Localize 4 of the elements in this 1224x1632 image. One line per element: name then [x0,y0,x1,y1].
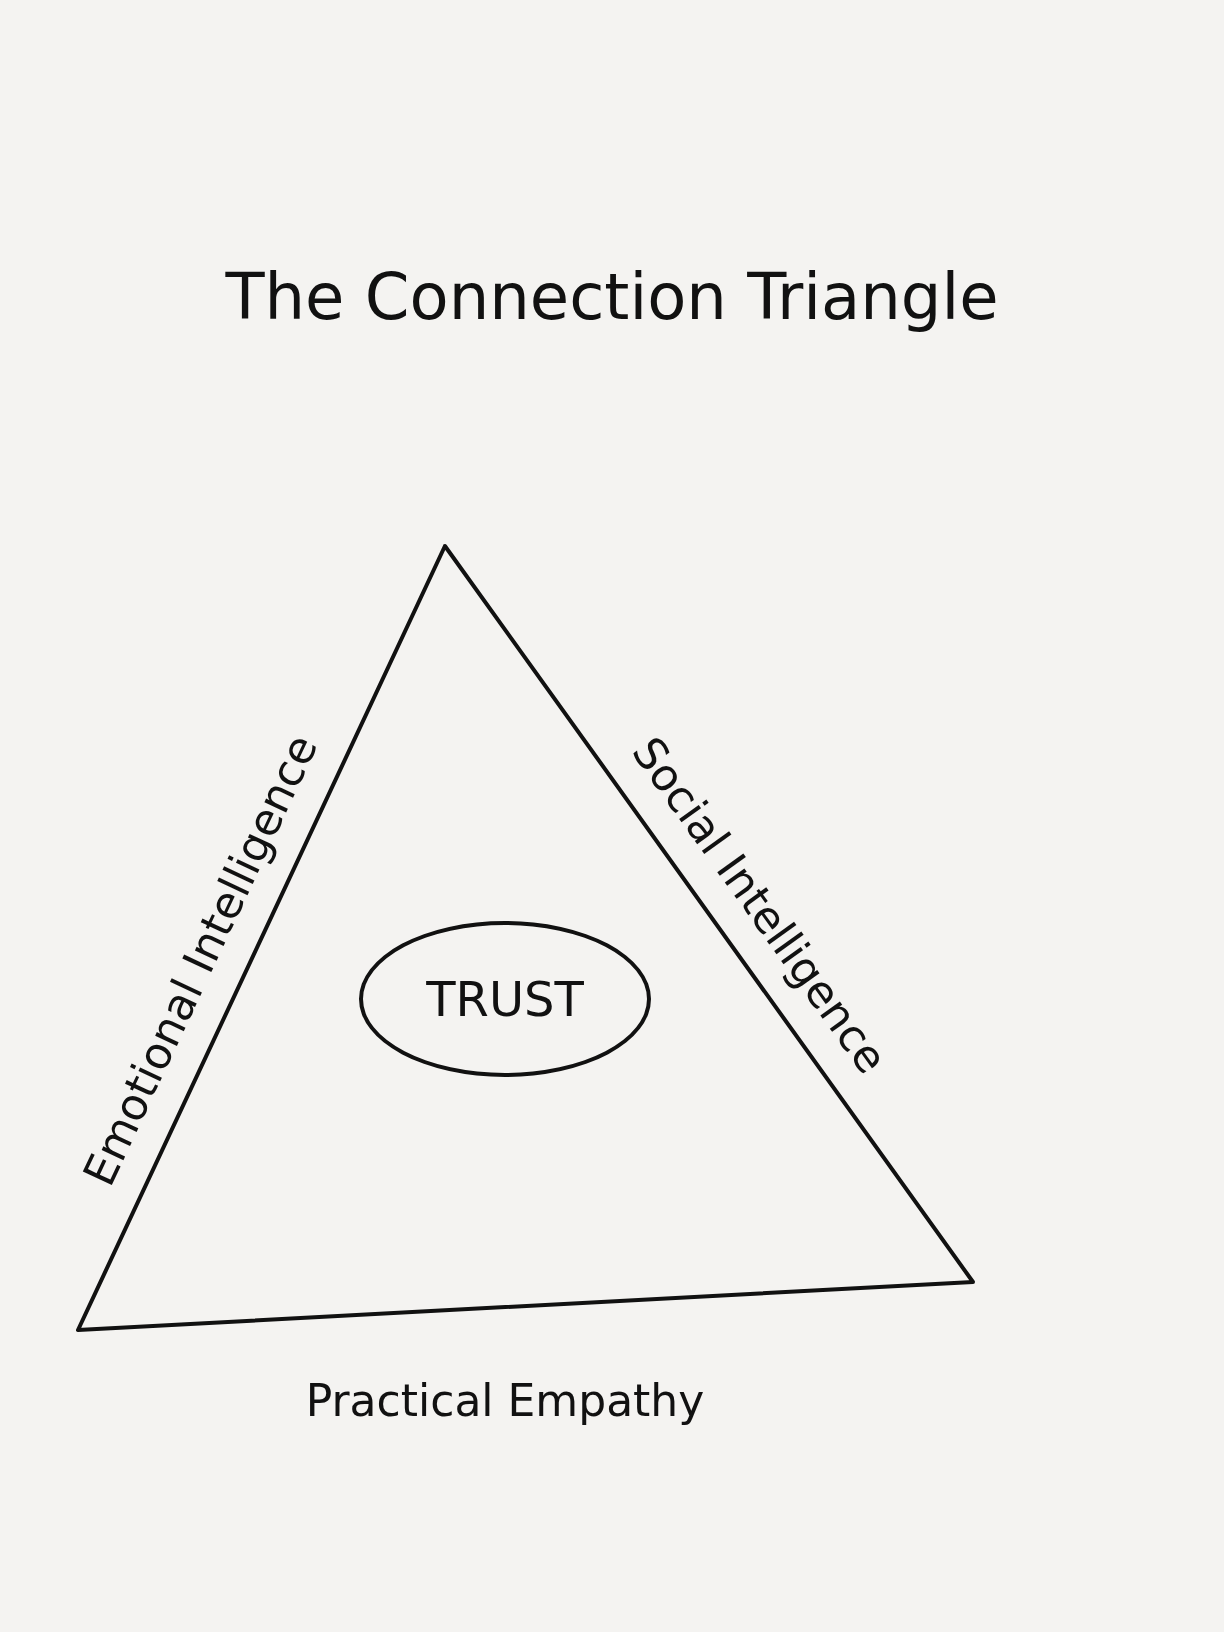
side-label: Practical Empathy [305,1374,705,1426]
triangle-shape [78,546,973,1330]
title: The Connection Triangle [224,260,1000,334]
oval-node: TRUST [359,921,651,1077]
